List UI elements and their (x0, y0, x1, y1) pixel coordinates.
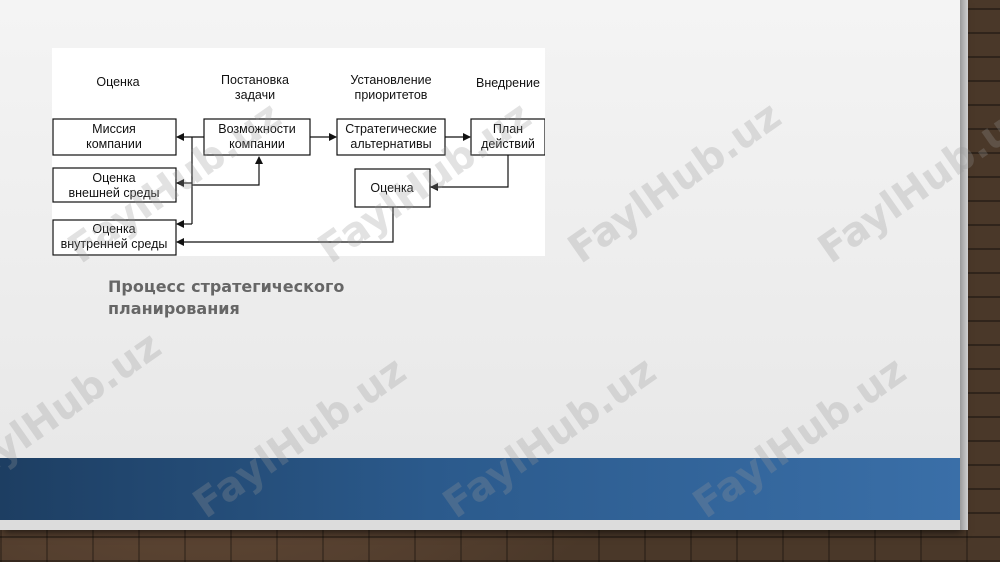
box-internal-line1: Оценка (92, 222, 135, 236)
box-mission-line1: Миссия (92, 122, 136, 136)
caption-line2: планирования (108, 299, 240, 318)
box-opportunities-line2: компании (229, 137, 285, 151)
box-internal (52, 219, 177, 256)
diagram-arrows (176, 133, 509, 246)
box-opportunities (203, 118, 311, 156)
arrow-evaluation-to-internal (176, 207, 394, 246)
header-implementation: Внедрение (476, 76, 540, 90)
slide-edge (960, 0, 968, 530)
diagram-canvas: Оценка Постановка задачи Установление пр… (52, 73, 545, 256)
box-opportunities-line1: Возможности (218, 122, 295, 136)
header-evaluation: Оценка (96, 75, 139, 89)
header-priorities-line1: Установление (350, 73, 431, 87)
header-priorities-line2: приоритетов (355, 88, 428, 102)
box-alternatives (336, 118, 446, 156)
box-internal-line2: внутренней среды (61, 237, 168, 251)
box-plan (470, 118, 545, 156)
box-external (52, 167, 177, 203)
header-task-setting-line1: Постановка (221, 73, 289, 87)
footer-band (0, 458, 960, 520)
box-external-line1: Оценка (92, 171, 135, 185)
caption-line1: Процесс стратегического (108, 277, 345, 296)
arrow-plan-to-evaluation (430, 155, 509, 191)
strategic-planning-diagram: Оценка Постановка задачи Установление пр… (52, 48, 545, 256)
box-plan-line1: План (493, 122, 523, 136)
box-mission-line2: компании (86, 137, 142, 151)
header-task-setting-line2: задачи (235, 88, 275, 102)
arrow-bus-to-opportunities (192, 156, 263, 186)
slide-caption: Процесс стратегического планирования (108, 276, 408, 320)
box-external-line2: внешней среды (69, 186, 160, 200)
box-alternatives-line2: альтернативы (350, 137, 431, 151)
box-plan-line2: действий (481, 137, 535, 151)
box-evaluation-label: Оценка (370, 181, 413, 195)
box-alternatives-line1: Стратегические (345, 122, 437, 136)
footer-strip (0, 520, 960, 530)
